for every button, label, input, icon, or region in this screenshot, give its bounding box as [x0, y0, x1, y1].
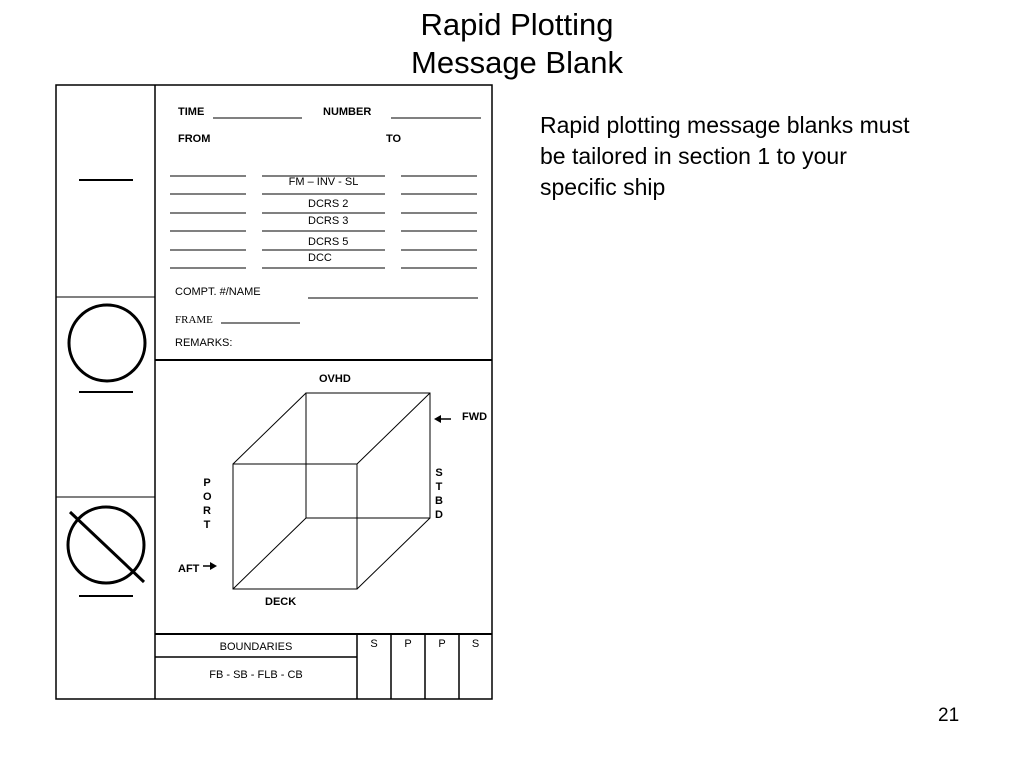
form-border — [55, 84, 493, 700]
from-label: FROM — [178, 133, 211, 145]
compt-label: COMPT. #/NAME — [175, 286, 261, 298]
routing-blanks — [170, 175, 477, 269]
station-dcrs-2: DCRS 2 — [308, 198, 349, 210]
boundary-col-s-2: S — [471, 638, 480, 650]
aft-label: AFT — [178, 563, 200, 575]
slide-number: 21 — [938, 705, 960, 726]
boundary-col-p-2: P — [438, 638, 446, 650]
fwd-label: FWD — [462, 411, 488, 423]
aft-arrow — [203, 562, 217, 570]
boundary-col-p-1: P — [404, 638, 412, 650]
station-fm-inv-sl: FM – INV - SL — [288, 176, 359, 188]
station-dcc: DCC — [308, 252, 332, 264]
remarks-label: REMARKS: — [175, 337, 233, 349]
slide-title: Rapid Plotting Message Blank — [0, 6, 1024, 82]
ovhd-label: OVHD — [319, 373, 351, 385]
circle-slash-symbol — [66, 505, 146, 585]
boundaries-codes: FB - SB - FLB - CB — [209, 669, 303, 681]
stbd-label: S T B D — [435, 467, 443, 521]
station-dcrs-3: DCRS 3 — [308, 215, 349, 227]
title-line-1: Rapid Plotting — [420, 7, 614, 42]
to-label: TO — [386, 133, 402, 145]
port-label: P O R T — [203, 477, 212, 531]
circle-symbol — [67, 303, 147, 383]
fwd-arrow — [434, 415, 451, 423]
station-dcrs-5: DCRS 5 — [308, 236, 349, 248]
time-label: TIME — [178, 106, 205, 118]
boundaries-label: BOUNDARIES — [219, 641, 293, 653]
compartment-cube — [232, 392, 431, 590]
number-label: NUMBER — [323, 106, 372, 118]
frame-label: FRAME — [175, 314, 213, 326]
boundary-col-s-1: S — [370, 638, 378, 650]
body-text: Rapid plotting message blanks must be ta… — [540, 112, 910, 200]
title-line-2: Message Blank — [411, 45, 623, 80]
deck-label: DECK — [265, 596, 297, 608]
